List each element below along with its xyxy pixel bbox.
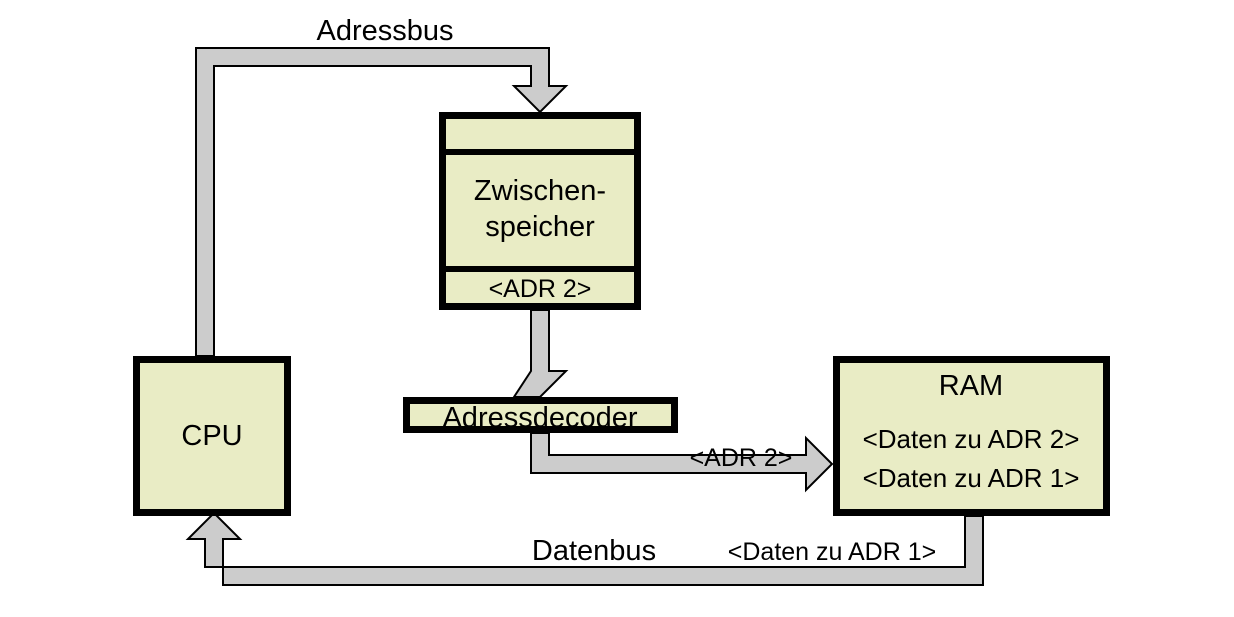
node-zwischenspeicher[interactable]: Zwischen- speicher <ADR 2> [439, 112, 641, 310]
adressdecoder-box[interactable] [403, 397, 678, 433]
adressdecoder-to-ram-connector [530, 432, 834, 493]
zwischenspeicher-box[interactable] [439, 112, 641, 310]
ram-box[interactable] [833, 356, 1110, 516]
datenbus-connector [185, 511, 984, 586]
cpu-box[interactable] [133, 356, 291, 516]
node-adressdecoder[interactable]: Adressdecoder [403, 397, 678, 435]
adressbus-connector [195, 47, 569, 357]
adressdecoder-label: Adressdecoder [442, 402, 637, 434]
adressbus-label: Adressbus [316, 15, 453, 47]
ram-data-line-2: <Daten zu ADR 1> [863, 463, 1080, 493]
node-ram[interactable]: RAM <Daten zu ADR 2> <Daten zu ADR 1> [833, 356, 1110, 516]
zwischenspeicher-to-adressdecoder-connector [512, 309, 569, 398]
zwischenspeicher-label-line1: Zwischen- [474, 175, 606, 207]
cpu-label: CPU [181, 420, 242, 452]
zwischenspeicher-label-line2: speicher [485, 211, 595, 243]
daten-zu-adr1-label: <Daten zu ADR 1> [728, 538, 936, 566]
node-cpu[interactable]: CPU [133, 356, 291, 516]
zwischenspeicher-adr-value: <ADR 2> [489, 275, 592, 303]
adr2-to-ram-label: <ADR 2> [690, 444, 793, 472]
ram-title: RAM [939, 370, 1003, 402]
ram-data-line-1: <Daten zu ADR 2> [863, 424, 1080, 454]
datenbus-label: Datenbus [532, 535, 656, 567]
